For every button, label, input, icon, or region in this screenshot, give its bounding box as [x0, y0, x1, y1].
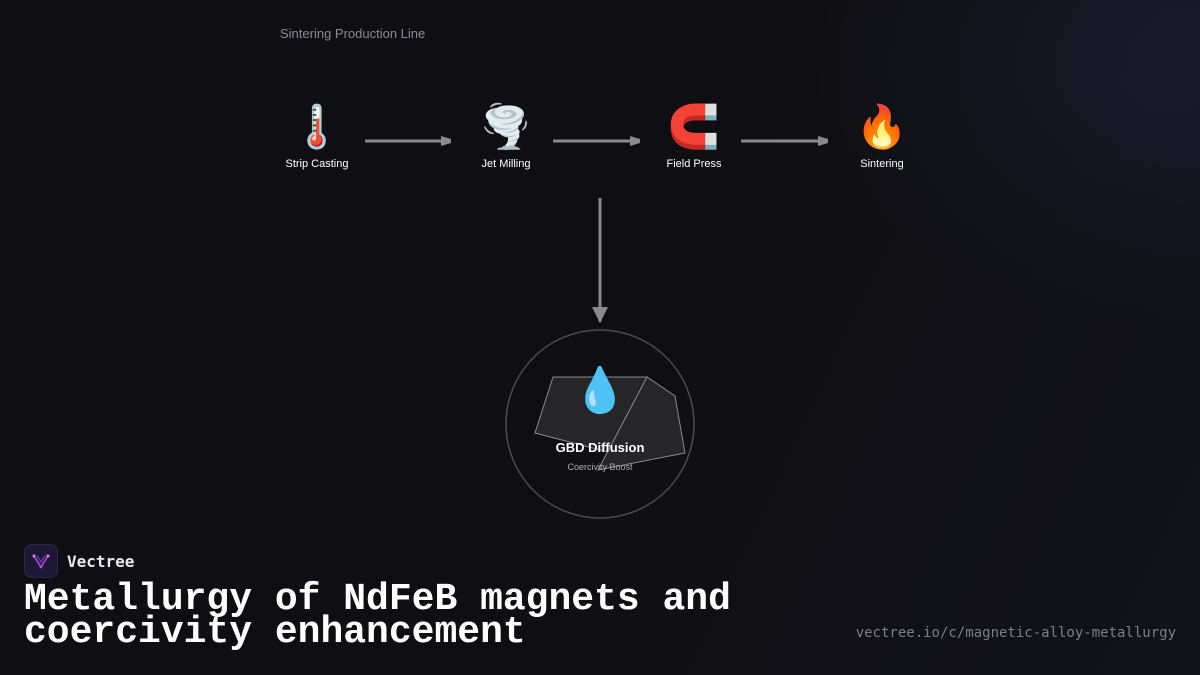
stage-field-press: 🧲 Field Press — [634, 102, 754, 170]
stage-label: Sintering — [860, 158, 904, 170]
droplet-icon: 💧 — [572, 365, 628, 416]
diagram-title: Sintering Production Line — [280, 26, 426, 41]
thermometer-icon: 🌡️ — [290, 102, 344, 151]
gbd-sublabel: Coercivity Boost — [567, 462, 633, 472]
stage-jet-milling: 🌪️ Jet Milling — [446, 102, 566, 170]
stage-label: Strip Casting — [285, 158, 349, 170]
magnet-icon: 🧲 — [667, 102, 721, 151]
stage-strip-casting: 🌡️ Strip Casting — [257, 102, 377, 170]
brand: Vectree — [24, 544, 134, 578]
tornado-icon: 🌪️ — [479, 102, 533, 151]
source-url: vectree.io/c/magnetic-alloy-metallurgy — [855, 625, 1176, 641]
vectree-logo-icon — [24, 544, 58, 578]
gbd-diffusion-node: 💧 GBD Diffusion Coercivity Boost — [505, 329, 695, 519]
stage-label: Jet Milling — [481, 158, 531, 170]
headline: Metallurgy of NdFeB magnets and coercivi… — [24, 578, 731, 654]
grain-shapes — [534, 376, 686, 471]
stage-label: Field Press — [666, 158, 722, 170]
fire-icon: 🔥 — [855, 102, 909, 151]
brand-name: Vectree — [67, 551, 135, 571]
gbd-circle — [505, 329, 695, 519]
stage-sintering: 🔥 Sintering — [822, 102, 942, 170]
gbd-label: GBD Diffusion — [555, 440, 645, 455]
